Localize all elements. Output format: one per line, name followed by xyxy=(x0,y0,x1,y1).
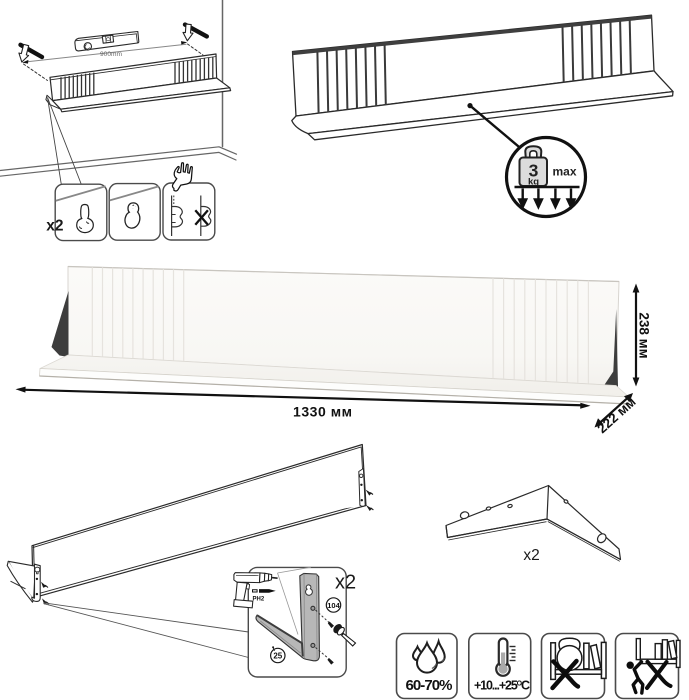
svg-text:60-70%: 60-70% xyxy=(406,677,453,694)
svg-text:x2: x2 xyxy=(46,218,63,235)
svg-text:max: max xyxy=(553,165,577,179)
svg-text:900mm: 900mm xyxy=(100,51,122,58)
svg-text:104: 104 xyxy=(327,601,340,610)
svg-text:PH2: PH2 xyxy=(253,597,265,603)
svg-text:25: 25 xyxy=(273,651,282,660)
svg-text:3: 3 xyxy=(529,161,539,181)
svg-text:x2: x2 xyxy=(523,547,539,564)
svg-text:1330 мм: 1330 мм xyxy=(293,404,352,420)
svg-text:x2: x2 xyxy=(335,572,356,594)
svg-text:kg: kg xyxy=(528,177,539,188)
svg-text:238 мм: 238 мм xyxy=(637,312,652,358)
svg-text:+10...+25OC: +10...+25OC xyxy=(474,679,530,693)
